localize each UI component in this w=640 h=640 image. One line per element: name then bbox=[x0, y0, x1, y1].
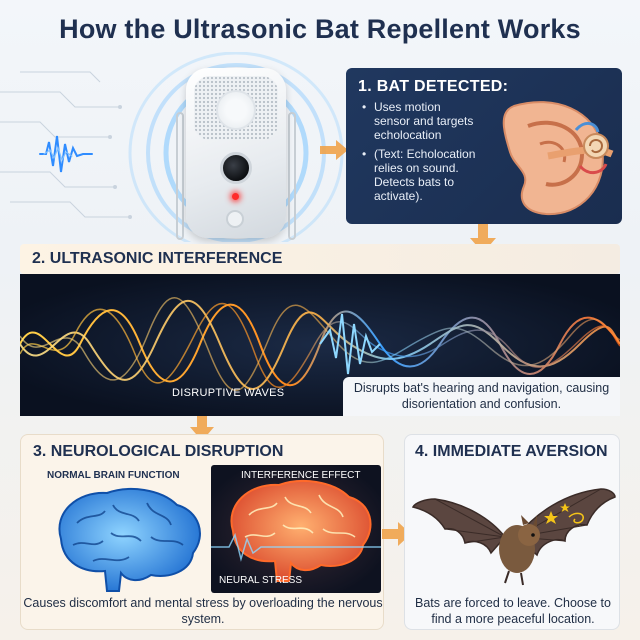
arrow-icon bbox=[470, 224, 496, 253]
step-3-caption: Causes discomfort and mental stress by o… bbox=[23, 596, 383, 626]
arrow-icon bbox=[320, 140, 348, 160]
brain-icon bbox=[211, 480, 381, 582]
interference-brain-panel bbox=[211, 465, 381, 593]
sound-wave-icon bbox=[20, 297, 620, 391]
step-1-panel: 1. BAT DETECTED: Uses motion sensor and … bbox=[346, 68, 622, 224]
interference-effect-label: INTERFERENCE EFFECT bbox=[241, 470, 361, 481]
step-4-panel: 4. IMMEDIATE AVERSION Bats are forced to… bbox=[404, 434, 620, 630]
step-1-heading: 1. BAT DETECTED: bbox=[358, 78, 509, 95]
step-1-bullet: Uses motion sensor and targets echolocat… bbox=[362, 100, 480, 142]
step-4-heading: 4. IMMEDIATE AVERSION bbox=[415, 443, 608, 460]
sound-wave-icon bbox=[39, 135, 93, 173]
neural-stress-label: NEURAL STRESS bbox=[219, 575, 302, 586]
arrow-icon bbox=[382, 522, 411, 546]
wall-bracket-right bbox=[288, 112, 296, 240]
step-4-caption: Bats are forced to leave. Choose to find… bbox=[415, 596, 611, 626]
step-2-heading: 2. ULTRASONIC INTERFERENCE bbox=[32, 250, 283, 267]
page-title: How the Ultrasonic Bat Repellent Works bbox=[59, 14, 581, 44]
bat-icon bbox=[411, 488, 616, 586]
arrow-icon bbox=[190, 416, 214, 441]
step-2-caption: Disrupts bat's hearing and navigation, c… bbox=[343, 377, 620, 416]
device-illustration bbox=[0, 52, 345, 242]
brain-icon bbox=[58, 488, 201, 592]
circuit-lines-icon bbox=[0, 71, 132, 219]
speaker-icon bbox=[216, 90, 256, 130]
motion-sensor bbox=[220, 152, 252, 184]
repellent-device bbox=[186, 68, 286, 238]
ear-icon bbox=[502, 101, 614, 216]
step-1-bullet: (Text: Echolocation relies on sound. Det… bbox=[362, 147, 480, 203]
wall-bracket-left bbox=[176, 112, 184, 240]
stars-icon bbox=[544, 503, 570, 524]
step-3-heading: 3. NEUROLOGICAL DISRUPTION bbox=[33, 443, 284, 460]
power-button bbox=[226, 210, 244, 228]
step-1-bullets: Uses motion sensor and targets echolocat… bbox=[362, 100, 480, 208]
disruptive-waves-label: DISRUPTIVE WAVES bbox=[172, 387, 285, 399]
step-2-header: 2. ULTRASONIC INTERFERENCE bbox=[20, 244, 620, 274]
led-indicator bbox=[232, 193, 239, 200]
normal-brain-label: NORMAL BRAIN FUNCTION bbox=[47, 470, 180, 481]
step-3-panel: 3. NEUROLOGICAL DISRUPTION NORMAL BRAIN … bbox=[20, 434, 384, 630]
